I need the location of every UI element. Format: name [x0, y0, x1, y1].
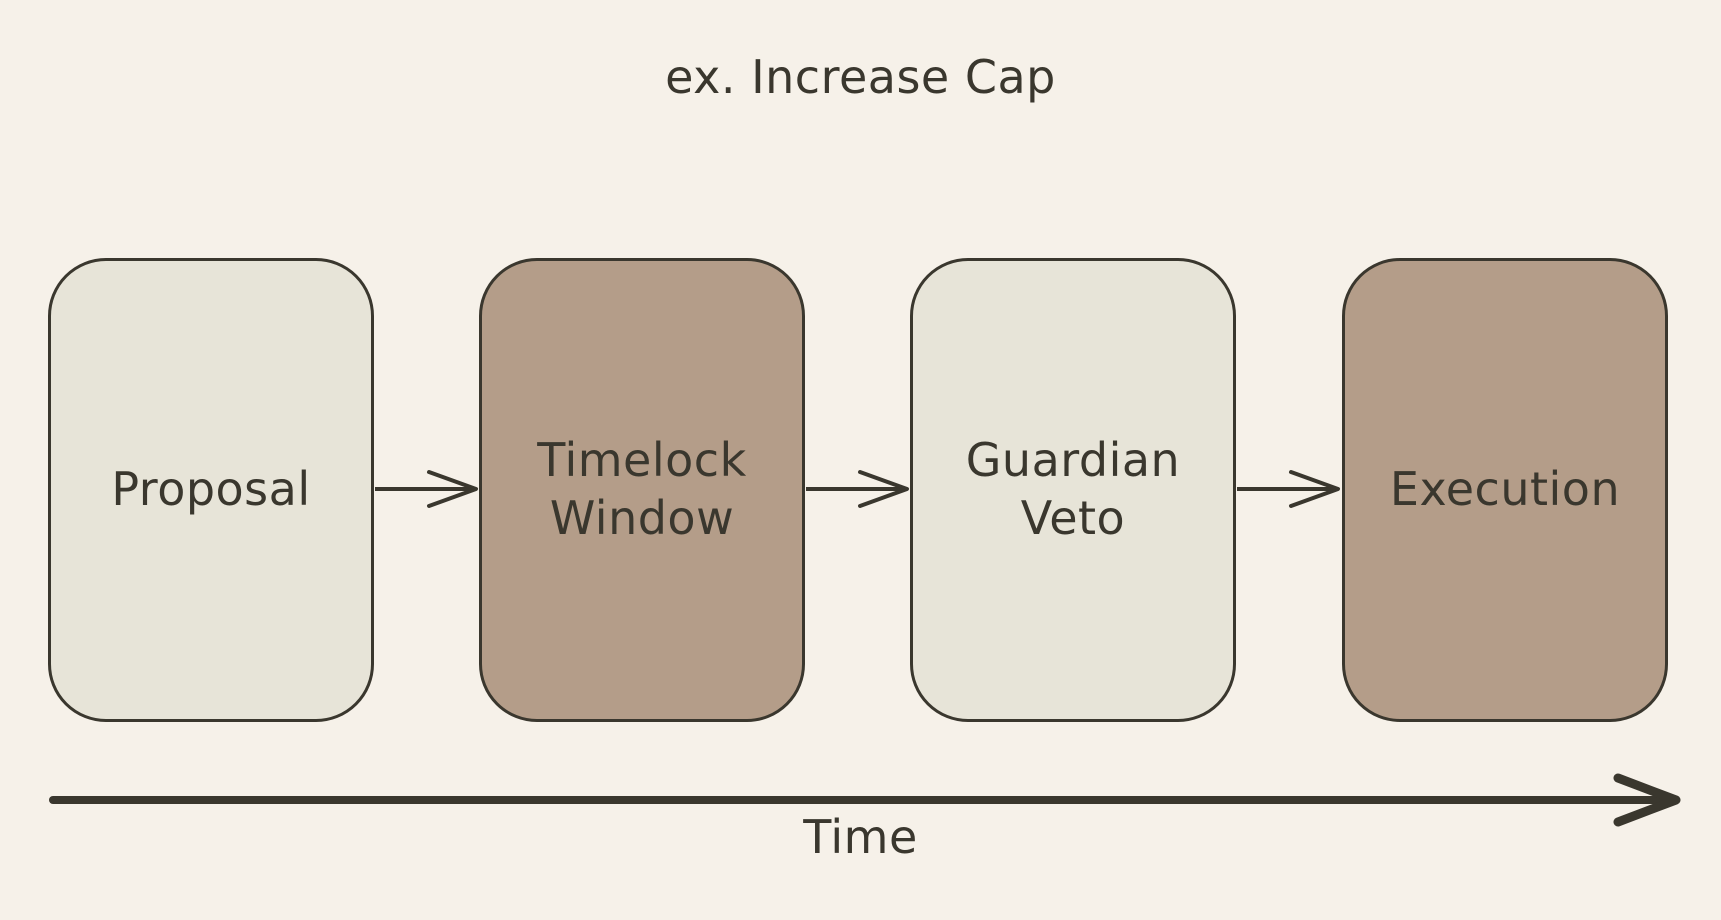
- arrow-right-icon: [1237, 470, 1340, 508]
- time-axis-arrow: [30, 757, 1690, 847]
- node-execution-label: Execution: [1389, 462, 1621, 517]
- node-guardian-veto: Guardian Veto: [910, 258, 1236, 722]
- node-timelock-window: Timelock Window: [479, 258, 805, 722]
- diagram-title: ex. Increase Cap: [665, 50, 1056, 104]
- arrow-right-icon: [806, 470, 909, 508]
- flow-arrow-3: [1237, 459, 1341, 519]
- time-axis-label: Time: [803, 810, 918, 864]
- node-guardian-veto-label: Guardian Veto: [965, 433, 1181, 545]
- node-proposal: Proposal: [48, 258, 374, 722]
- arrow-right-icon: [49, 773, 1681, 827]
- flow-arrow-1: [375, 459, 479, 519]
- node-proposal-label: Proposal: [111, 462, 311, 517]
- node-execution: Execution: [1342, 258, 1668, 722]
- node-timelock-window-label: Timelock Window: [537, 433, 747, 545]
- arrow-right-icon: [375, 470, 478, 508]
- flow-arrow-2: [806, 459, 910, 519]
